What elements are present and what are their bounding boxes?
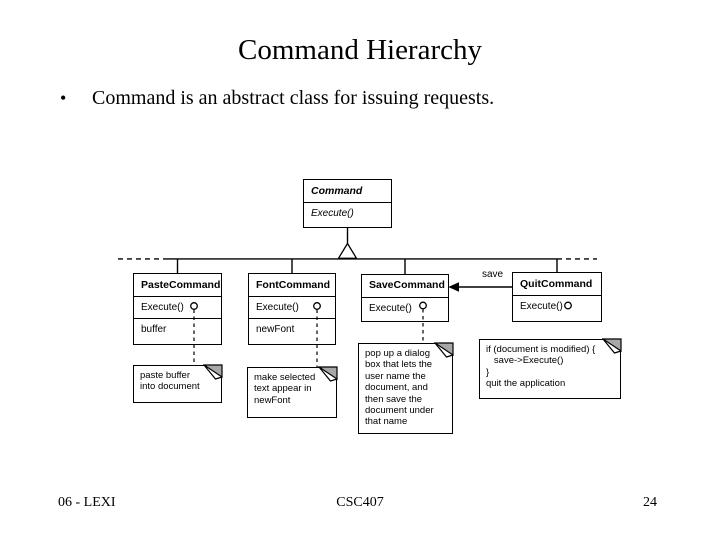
- footer-lecture-label: 06 - LEXI: [58, 495, 116, 510]
- bullet-icon: •: [60, 88, 67, 108]
- class-box-fontcommand: FontCommand Execute() newFont: [248, 273, 336, 345]
- class-method: Execute(): [513, 295, 601, 317]
- class-box-savecommand: SaveCommand Execute(): [361, 274, 449, 322]
- class-box-pastecommand: PasteCommand Execute() buffer: [133, 273, 222, 345]
- note-text: pop up a dialog box that lets the user n…: [365, 348, 434, 428]
- bullet-item: • Command is an abstract class for issui…: [60, 85, 494, 111]
- note-dogear-icon: [318, 366, 338, 382]
- class-name: PasteCommand: [141, 279, 221, 291]
- class-name: SaveCommand: [369, 279, 445, 291]
- note-fontcommand: make selected text appear in newFont: [247, 366, 338, 418]
- page-title: Command Hierarchy: [237, 34, 482, 66]
- class-method: Execute(): [134, 296, 221, 318]
- class-box-command: Command Execute(): [303, 179, 392, 228]
- note-pastecommand: paste buffer into document: [133, 364, 223, 403]
- note-quitcommand: if (document is modified) { save->Execut…: [479, 338, 622, 399]
- note-dogear-icon: [602, 338, 622, 354]
- association-label: save: [482, 269, 504, 280]
- class-method: Execute(): [362, 296, 448, 319]
- note-text: if (document is modified) { save->Execut…: [486, 344, 596, 390]
- footer-page-number: 24: [643, 495, 657, 510]
- bullet-text: Command is an abstract class for issuing…: [92, 87, 495, 109]
- class-attribute: newFont: [249, 318, 335, 340]
- note-dogear-icon: [434, 342, 454, 358]
- note-savecommand: pop up a dialog box that lets the user n…: [358, 342, 454, 434]
- note-dogear-icon: [203, 364, 223, 380]
- note-text: paste buffer into document: [140, 370, 200, 393]
- class-attribute: buffer: [134, 318, 221, 340]
- inheritance-triangle-icon: [337, 242, 358, 259]
- class-name: FontCommand: [256, 279, 331, 291]
- footer-course-label: CSC407: [336, 495, 384, 510]
- class-name: Command: [311, 185, 363, 197]
- class-method: Execute(): [249, 296, 335, 318]
- note-text: make selected text appear in newFont: [254, 372, 316, 406]
- class-method: Execute(): [304, 202, 391, 224]
- class-name: QuitCommand: [520, 278, 593, 290]
- association-arrowhead-icon: [448, 282, 459, 292]
- class-box-quitcommand: QuitCommand Execute(): [512, 272, 602, 322]
